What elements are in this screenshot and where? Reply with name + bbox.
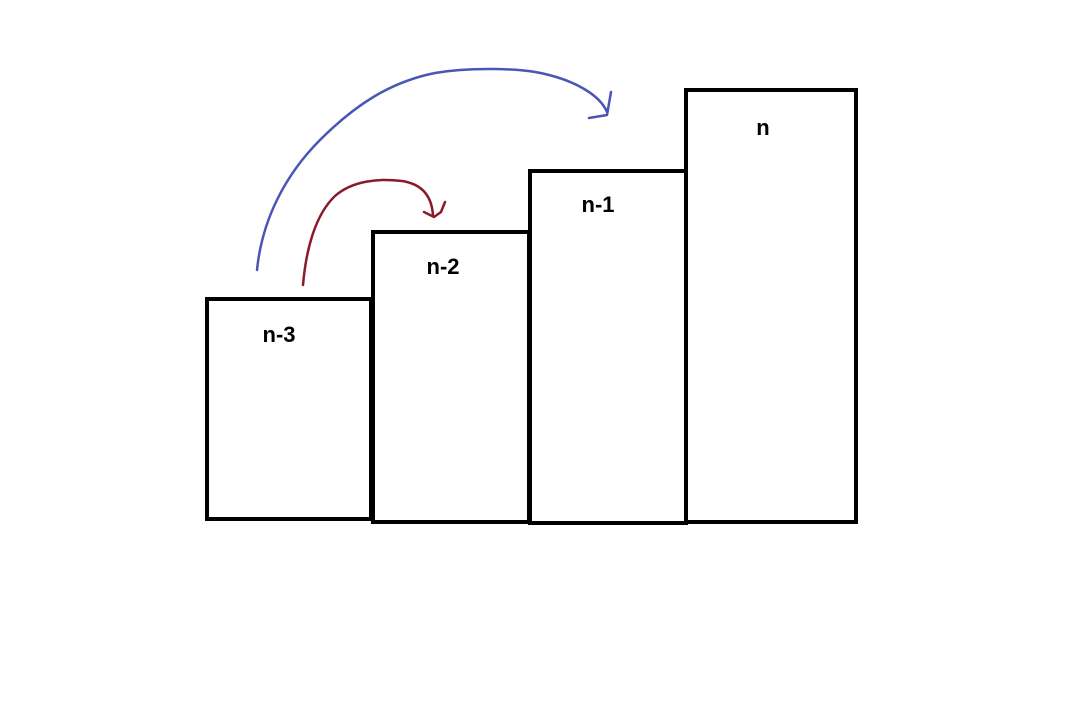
step-label-n: n — [756, 115, 769, 140]
step-label-n-1: n-1 — [582, 192, 615, 217]
step-box-n-2 — [371, 230, 531, 524]
step-label-n-3: n-3 — [263, 322, 296, 347]
step-box-n — [684, 88, 858, 524]
arrow-n-3-to-n-2-head — [422, 200, 447, 219]
arrow-n-3-to-n-1-curve — [255, 67, 609, 272]
arrow-n-3-to-n-1-head — [587, 90, 613, 120]
step-label-n-2: n-2 — [427, 254, 460, 279]
step-box-n-1 — [528, 169, 688, 525]
arrow-n-3-to-n-1 — [255, 67, 613, 272]
step-box-n-3 — [205, 297, 373, 521]
arrow-n-3-to-n-2 — [301, 178, 447, 287]
arrow-n-3-to-n-2-curve — [301, 178, 435, 287]
